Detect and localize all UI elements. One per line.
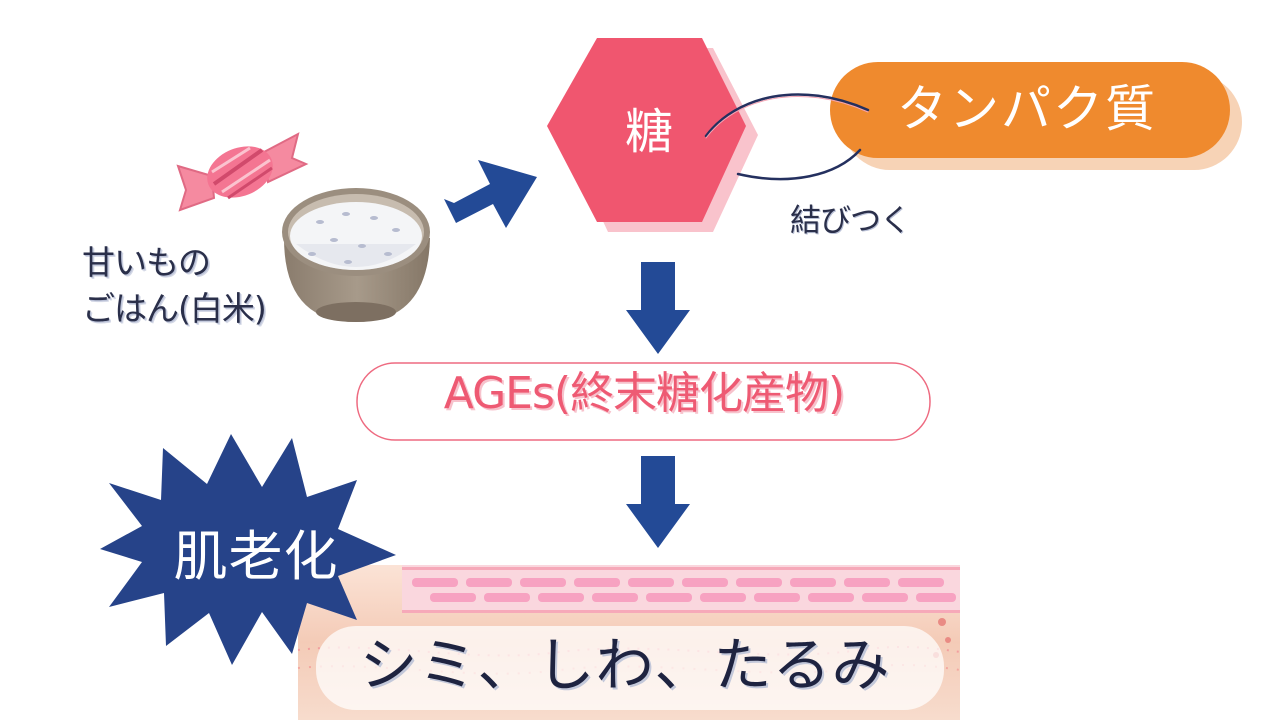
binding-link [704,93,870,181]
arrow-to-sugar [444,160,537,228]
ages-pill [356,362,931,441]
skin-layers [297,565,961,720]
aging-burst [100,434,396,665]
sugar-label: 糖 [624,104,673,160]
candy-icon [176,132,309,212]
aging-label: 肌老化 [173,525,339,588]
sweets-label: 甘いもの [82,243,211,282]
sugar-hexagon [547,38,746,222]
rice-bowl-icon [282,188,430,322]
arrow-to-skin [626,456,690,548]
protein-pill [830,62,1230,158]
bind-label: 結びつく [790,203,911,239]
result-label: シミ、しわ、たるみ [359,631,891,699]
protein-label: タンパク質 [897,80,1157,138]
arrow-to-ages [626,262,690,354]
ages-label: AGEs(終末糖化産物) [443,368,845,419]
rice-label: ごはん(白米) [82,289,267,328]
